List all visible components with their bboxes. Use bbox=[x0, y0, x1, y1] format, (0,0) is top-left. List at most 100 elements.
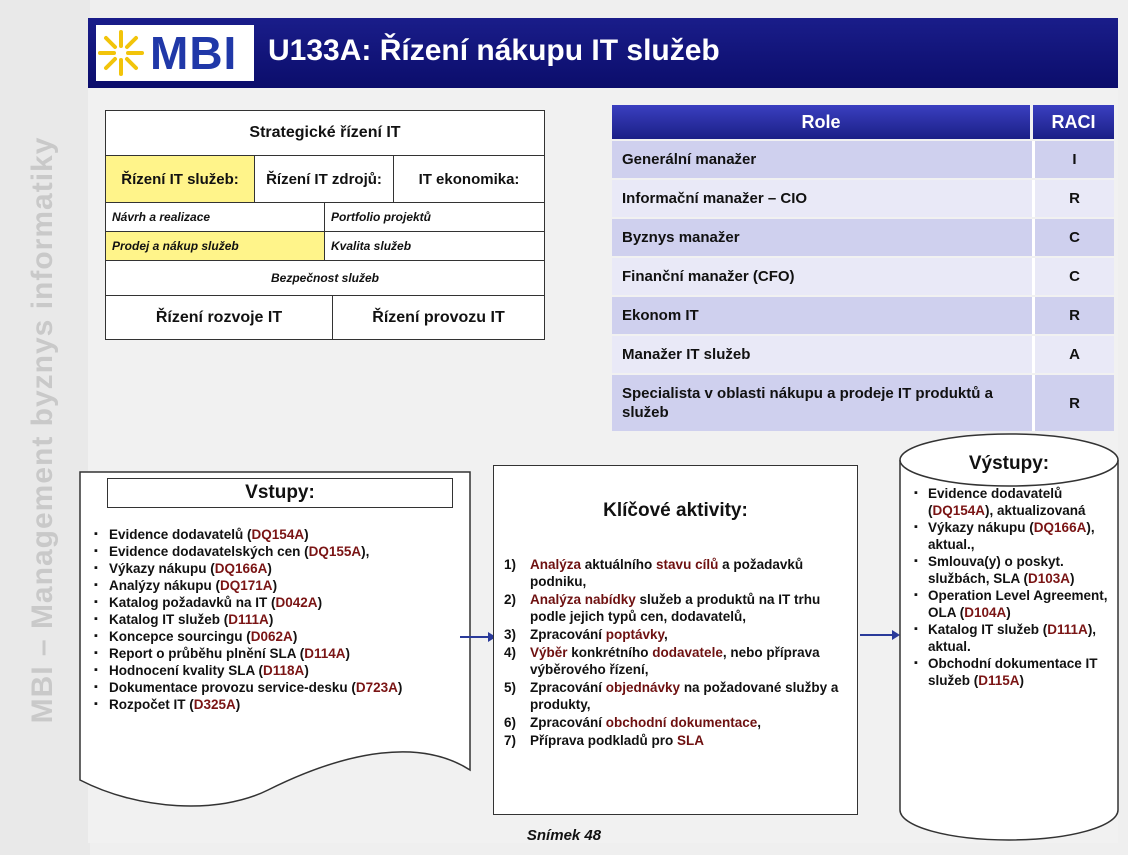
list-item: Katalog IT služeb (D111A) bbox=[91, 611, 459, 628]
raci-value: C bbox=[1032, 258, 1114, 295]
list-item: Evidence dodavatelů (DQ154A), aktualizov… bbox=[912, 485, 1112, 519]
activity-text-a: Zpracování bbox=[530, 627, 606, 642]
item-text: Katalog IT služeb ( bbox=[928, 622, 1048, 637]
item-tail: ) bbox=[304, 663, 309, 678]
item-code: D062A bbox=[250, 629, 293, 644]
side-label: MBI – Management byznys informatiky bbox=[26, 136, 59, 724]
activity-item: 3)Zpracování poptávky, bbox=[504, 626, 849, 643]
activity-number: 1) bbox=[504, 557, 517, 572]
list-item: Koncepce sourcingu (D062A) bbox=[91, 628, 459, 645]
raci-role: Byznys manažer bbox=[622, 229, 740, 246]
item-code: DQ171A bbox=[220, 578, 273, 593]
activity-text-c: poptávky bbox=[605, 627, 665, 642]
matrix-operations: Řízení provozu IT bbox=[332, 295, 545, 340]
activity-text-a: Zpracování bbox=[530, 715, 606, 730]
item-tail: ) bbox=[268, 612, 274, 627]
arrow-right-icon bbox=[460, 632, 496, 642]
activity-text-d: a požadavků podniku, bbox=[530, 557, 804, 589]
item-text: Smlouva(y) o poskyt. službách, SLA ( bbox=[928, 554, 1064, 586]
item-code: DQ166A bbox=[214, 561, 268, 576]
item-code: D118A bbox=[263, 663, 305, 678]
activity-text-d: , bbox=[757, 715, 762, 730]
raci-role: Generální manažer bbox=[622, 151, 757, 168]
item-text: Obchodní dokumentace IT služeb ( bbox=[928, 656, 1098, 688]
list-item: Smlouva(y) o poskyt. službách, SLA (D103… bbox=[912, 553, 1112, 587]
arrow-right-icon bbox=[860, 630, 900, 640]
inputs-box: Vstupy: Evidence dodavatelů (DQ154A)Evid… bbox=[83, 478, 463, 808]
matrix-development: Řízení rozvoje IT bbox=[105, 295, 333, 340]
item-tail: ) bbox=[397, 680, 403, 695]
item-code: D111A bbox=[1047, 622, 1088, 637]
it-management-matrix: Strategické řízení IT Řízení IT služeb: … bbox=[105, 110, 545, 340]
raci-role: Finanční manažer (CFO) bbox=[622, 268, 795, 285]
slide-number: Snímek 48 bbox=[526, 827, 602, 844]
item-tail: ) bbox=[304, 527, 309, 542]
item-tail: ) bbox=[1006, 605, 1011, 620]
item-tail: ) bbox=[317, 595, 323, 610]
raci-role: Ekonom IT bbox=[622, 307, 699, 324]
item-text: Výkazy nákupu ( bbox=[928, 520, 1034, 535]
item-code: D042A bbox=[275, 595, 318, 610]
list-item: Výkazy nákupu (DQ166A) bbox=[91, 560, 459, 577]
list-item: Obchodní dokumentace IT služeb (D115A) bbox=[912, 655, 1112, 689]
activity-text-c: dodavatele bbox=[652, 645, 723, 660]
list-item: Hodnocení kvality SLA (D118A) bbox=[91, 662, 459, 679]
matrix-sales-purchase: Prodej a nákup služeb bbox=[105, 231, 325, 261]
item-text: Výkazy nákupu ( bbox=[109, 561, 215, 576]
item-tail: ), aktual. bbox=[928, 622, 1097, 654]
item-tail: ) bbox=[235, 697, 241, 712]
item-code: DQ154A bbox=[932, 503, 986, 518]
matrix-service-mgmt: Řízení IT služeb: bbox=[105, 155, 255, 203]
list-item: Katalog požadavků na IT (D042A) bbox=[91, 594, 459, 611]
page-title: U133A: Řízení nákupu IT služeb bbox=[268, 34, 720, 67]
item-code: D111A bbox=[228, 612, 269, 627]
inputs-list: Evidence dodavatelů (DQ154A)Evidence dod… bbox=[91, 526, 459, 713]
activity-text-a: Analýza nabídky bbox=[530, 592, 636, 607]
item-tail: ) bbox=[292, 629, 298, 644]
activities-box: Klíčové aktivity: 1)Analýza aktuálního s… bbox=[493, 465, 858, 815]
activity-number: 4) bbox=[504, 645, 517, 660]
list-item: Katalog IT služeb (D111A), aktual. bbox=[912, 621, 1112, 655]
item-text: Katalog požadavků na IT ( bbox=[109, 595, 276, 610]
activity-text-a: Výběr bbox=[530, 645, 568, 660]
activity-text-c: SLA bbox=[677, 733, 705, 748]
item-text: Katalog IT služeb ( bbox=[109, 612, 229, 627]
item-text: Rozpočet IT ( bbox=[109, 697, 194, 712]
raci-value: R bbox=[1032, 180, 1114, 217]
sun-icon bbox=[98, 30, 144, 76]
side-band: MBI – Management byznys informatiky bbox=[0, 0, 90, 855]
item-code: DQ155A bbox=[308, 544, 362, 559]
item-text: Evidence dodavatelů ( bbox=[928, 486, 1063, 518]
item-text: Evidence dodavatelů ( bbox=[109, 527, 252, 542]
list-item: Report o průběhu plnění SLA (D114A) bbox=[91, 645, 459, 662]
activity-text-c: objednávky bbox=[605, 680, 681, 695]
activity-text-b: aktuálního bbox=[581, 557, 657, 572]
raci-value: C bbox=[1032, 219, 1114, 256]
raci-row: Byznys manažer C bbox=[612, 219, 1114, 256]
raci-value: R bbox=[1032, 375, 1114, 431]
item-text: Operation Level Agreement, OLA ( bbox=[928, 588, 1108, 620]
item-code: D103A bbox=[1028, 571, 1071, 586]
item-tail: ) bbox=[345, 646, 351, 661]
activity-number: 3) bbox=[504, 627, 517, 642]
item-code: D104A bbox=[964, 605, 1007, 620]
activity-text-a: Analýza bbox=[530, 557, 582, 572]
activity-item: 5)Zpracování objednávky na požadované sl… bbox=[504, 679, 849, 713]
activity-text-a: Zpracování bbox=[530, 680, 606, 695]
list-item: Operation Level Agreement, OLA (D104A) bbox=[912, 587, 1112, 621]
activity-number: 2) bbox=[504, 592, 517, 607]
activity-item: 2)Analýza nabídky služeb a produktů na I… bbox=[504, 591, 849, 625]
activity-item: 4)Výběr konkrétního dodavatele, nebo pří… bbox=[504, 644, 849, 678]
slide-header: MBI U133A: Řízení nákupu IT služeb bbox=[88, 18, 1118, 88]
list-item: Analýzy nákupu (DQ171A) bbox=[91, 577, 459, 594]
activities-list: 1)Analýza aktuálního stavu cílů a požada… bbox=[504, 556, 849, 750]
item-text: Dokumentace provozu service-desku ( bbox=[109, 680, 356, 695]
raci-header-role: Role bbox=[612, 105, 1030, 139]
item-text: Koncepce sourcingu ( bbox=[109, 629, 251, 644]
raci-table: Role RACI Generální manažer I Informační… bbox=[612, 105, 1114, 431]
raci-value: I bbox=[1032, 141, 1114, 178]
raci-row: Manažer IT služeb A bbox=[612, 336, 1114, 373]
item-tail: ) bbox=[1070, 571, 1075, 586]
raci-header-raci: RACI bbox=[1033, 105, 1114, 139]
item-text: Evidence dodavatelských cen ( bbox=[109, 544, 309, 559]
